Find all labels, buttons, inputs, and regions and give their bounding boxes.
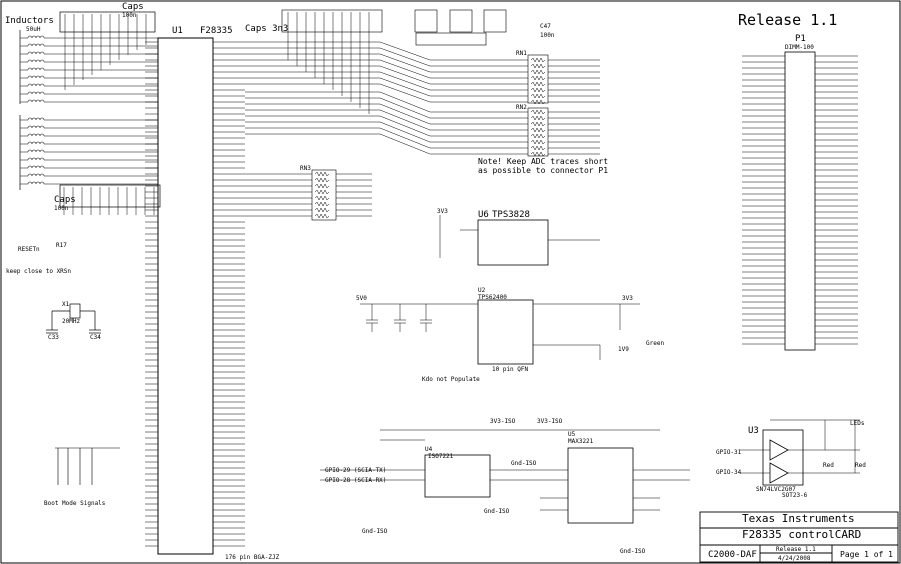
boot-mode-resistors <box>55 447 120 485</box>
u2-ref: U2 <box>478 287 486 294</box>
net-3v3-u6: 3V3 <box>437 208 448 215</box>
adc-note-line1: Note! Keep ADC traces short <box>478 157 609 166</box>
r17-ref: R17 <box>56 242 67 249</box>
c47-value: 100n <box>540 32 555 39</box>
p1-part: DIMM-100 <box>785 44 814 51</box>
net-gnd-iso-2: Gnd-ISO <box>362 528 388 535</box>
keep-close-note: keep close to XRSn <box>6 268 72 275</box>
rn1-label: RN1 <box>516 50 527 57</box>
release-title: Release 1.1 <box>738 11 838 29</box>
green-led-label: Green <box>646 340 665 347</box>
u3-part: SN74LVC2G07 <box>756 486 796 493</box>
rn3-network <box>311 169 337 221</box>
caps-3n3-label: Caps 3n3 <box>245 24 289 34</box>
c33-ref: C33 <box>48 334 59 341</box>
resetn-net: RESETn <box>18 246 40 253</box>
gpio34-net: GPIO-34 <box>716 469 742 476</box>
crystal-x1 <box>46 303 101 334</box>
net-5v0-u2: 5V0 <box>356 295 367 302</box>
inductors-label: Inductors <box>5 16 54 26</box>
net-sci-tx: GPIO-29 (SCIA-TX) <box>325 467 387 474</box>
caps-top-value: 100n <box>122 12 137 19</box>
leds-label: LEDs <box>850 420 865 427</box>
net-sci-rx: GPIO-28 (SCIA-RX) <box>325 477 387 484</box>
red-led1-label: Red <box>823 462 834 469</box>
boot-mode-label: Boot Mode Signals <box>44 500 106 507</box>
title-page: Page 1 of 1 <box>840 550 893 559</box>
inductor-value-label: 50uH <box>26 26 41 33</box>
u3-ref: U3 <box>748 426 759 436</box>
net-gnd-iso-3: Gnd-ISO <box>511 460 537 467</box>
u2-part: TPS62400 <box>478 294 507 301</box>
do-not-populate-note: Kdo not Populate <box>422 376 480 383</box>
adc-note-line2: as possible to connector P1 <box>478 166 609 175</box>
rn1-network <box>527 54 549 157</box>
u3-package: SOT23-6 <box>782 492 808 499</box>
net-1v9: 1V9 <box>618 346 629 353</box>
caps-3n3-bank <box>281 9 383 33</box>
c34-ref: C34 <box>90 334 101 341</box>
adc-trace-fan <box>245 41 600 155</box>
inductor-block <box>19 11 161 208</box>
net-3v3-u2: 3V3 <box>622 295 633 302</box>
u5-ref: U5 <box>568 431 576 438</box>
u4-chip <box>424 454 491 498</box>
u1-package: 176 pin BGA-ZJZ <box>225 554 280 561</box>
u5-chip <box>567 447 634 524</box>
net-3v3-iso-1: 3V3-ISO <box>490 418 516 425</box>
title-release: Release 1.1 <box>776 546 816 553</box>
u2-chip <box>477 299 534 365</box>
c47-ref: C47 <box>540 23 551 30</box>
net-3v3-iso-2: 3V3-ISO <box>537 418 563 425</box>
caps-top-label: Caps <box>122 2 144 12</box>
u1-left-pins <box>145 41 158 547</box>
u1-ref: U1 <box>172 26 183 36</box>
net-gnd-iso-1: Gnd-ISO <box>484 508 510 515</box>
nup-diodes <box>414 9 507 46</box>
red-led2-label: Red <box>855 462 866 469</box>
title-block <box>699 511 899 563</box>
u5-part: MAX3221 <box>568 438 594 445</box>
u1-chip <box>157 37 214 555</box>
title-date: 4/24/2008 <box>778 555 811 562</box>
u2-package: 10 pin QFN <box>492 366 529 373</box>
net-gnd-iso-4: Gnd-ISO <box>620 548 646 555</box>
rn3-label: RN3 <box>300 165 311 172</box>
rn2-label: RN2 <box>516 104 527 111</box>
u6-ref: U6 <box>478 210 489 220</box>
u6-chip <box>477 219 549 266</box>
u4-ref: U4 <box>425 446 433 453</box>
gpio31-net: GPIO-31 <box>716 449 742 456</box>
u1-part: F28335 <box>200 26 233 36</box>
x1-ref: X1 <box>62 301 70 308</box>
title-doc-number: C2000-DAF <box>708 550 757 560</box>
title-company: Texas Instruments <box>742 512 855 525</box>
u4-part: ISO7221 <box>428 453 454 460</box>
u3-chip <box>762 429 804 486</box>
u6-part: TPS3828 <box>492 210 530 220</box>
u1-right-pins <box>213 41 245 547</box>
p1-connector <box>784 51 816 351</box>
caps-bottom-value: 100n <box>54 205 69 212</box>
p1-ref: P1 <box>795 34 806 44</box>
title-name: F28335 controlCARD <box>742 528 862 541</box>
x1-value: 20MHz <box>62 318 81 325</box>
caps-bottom-label: Caps <box>54 195 76 205</box>
